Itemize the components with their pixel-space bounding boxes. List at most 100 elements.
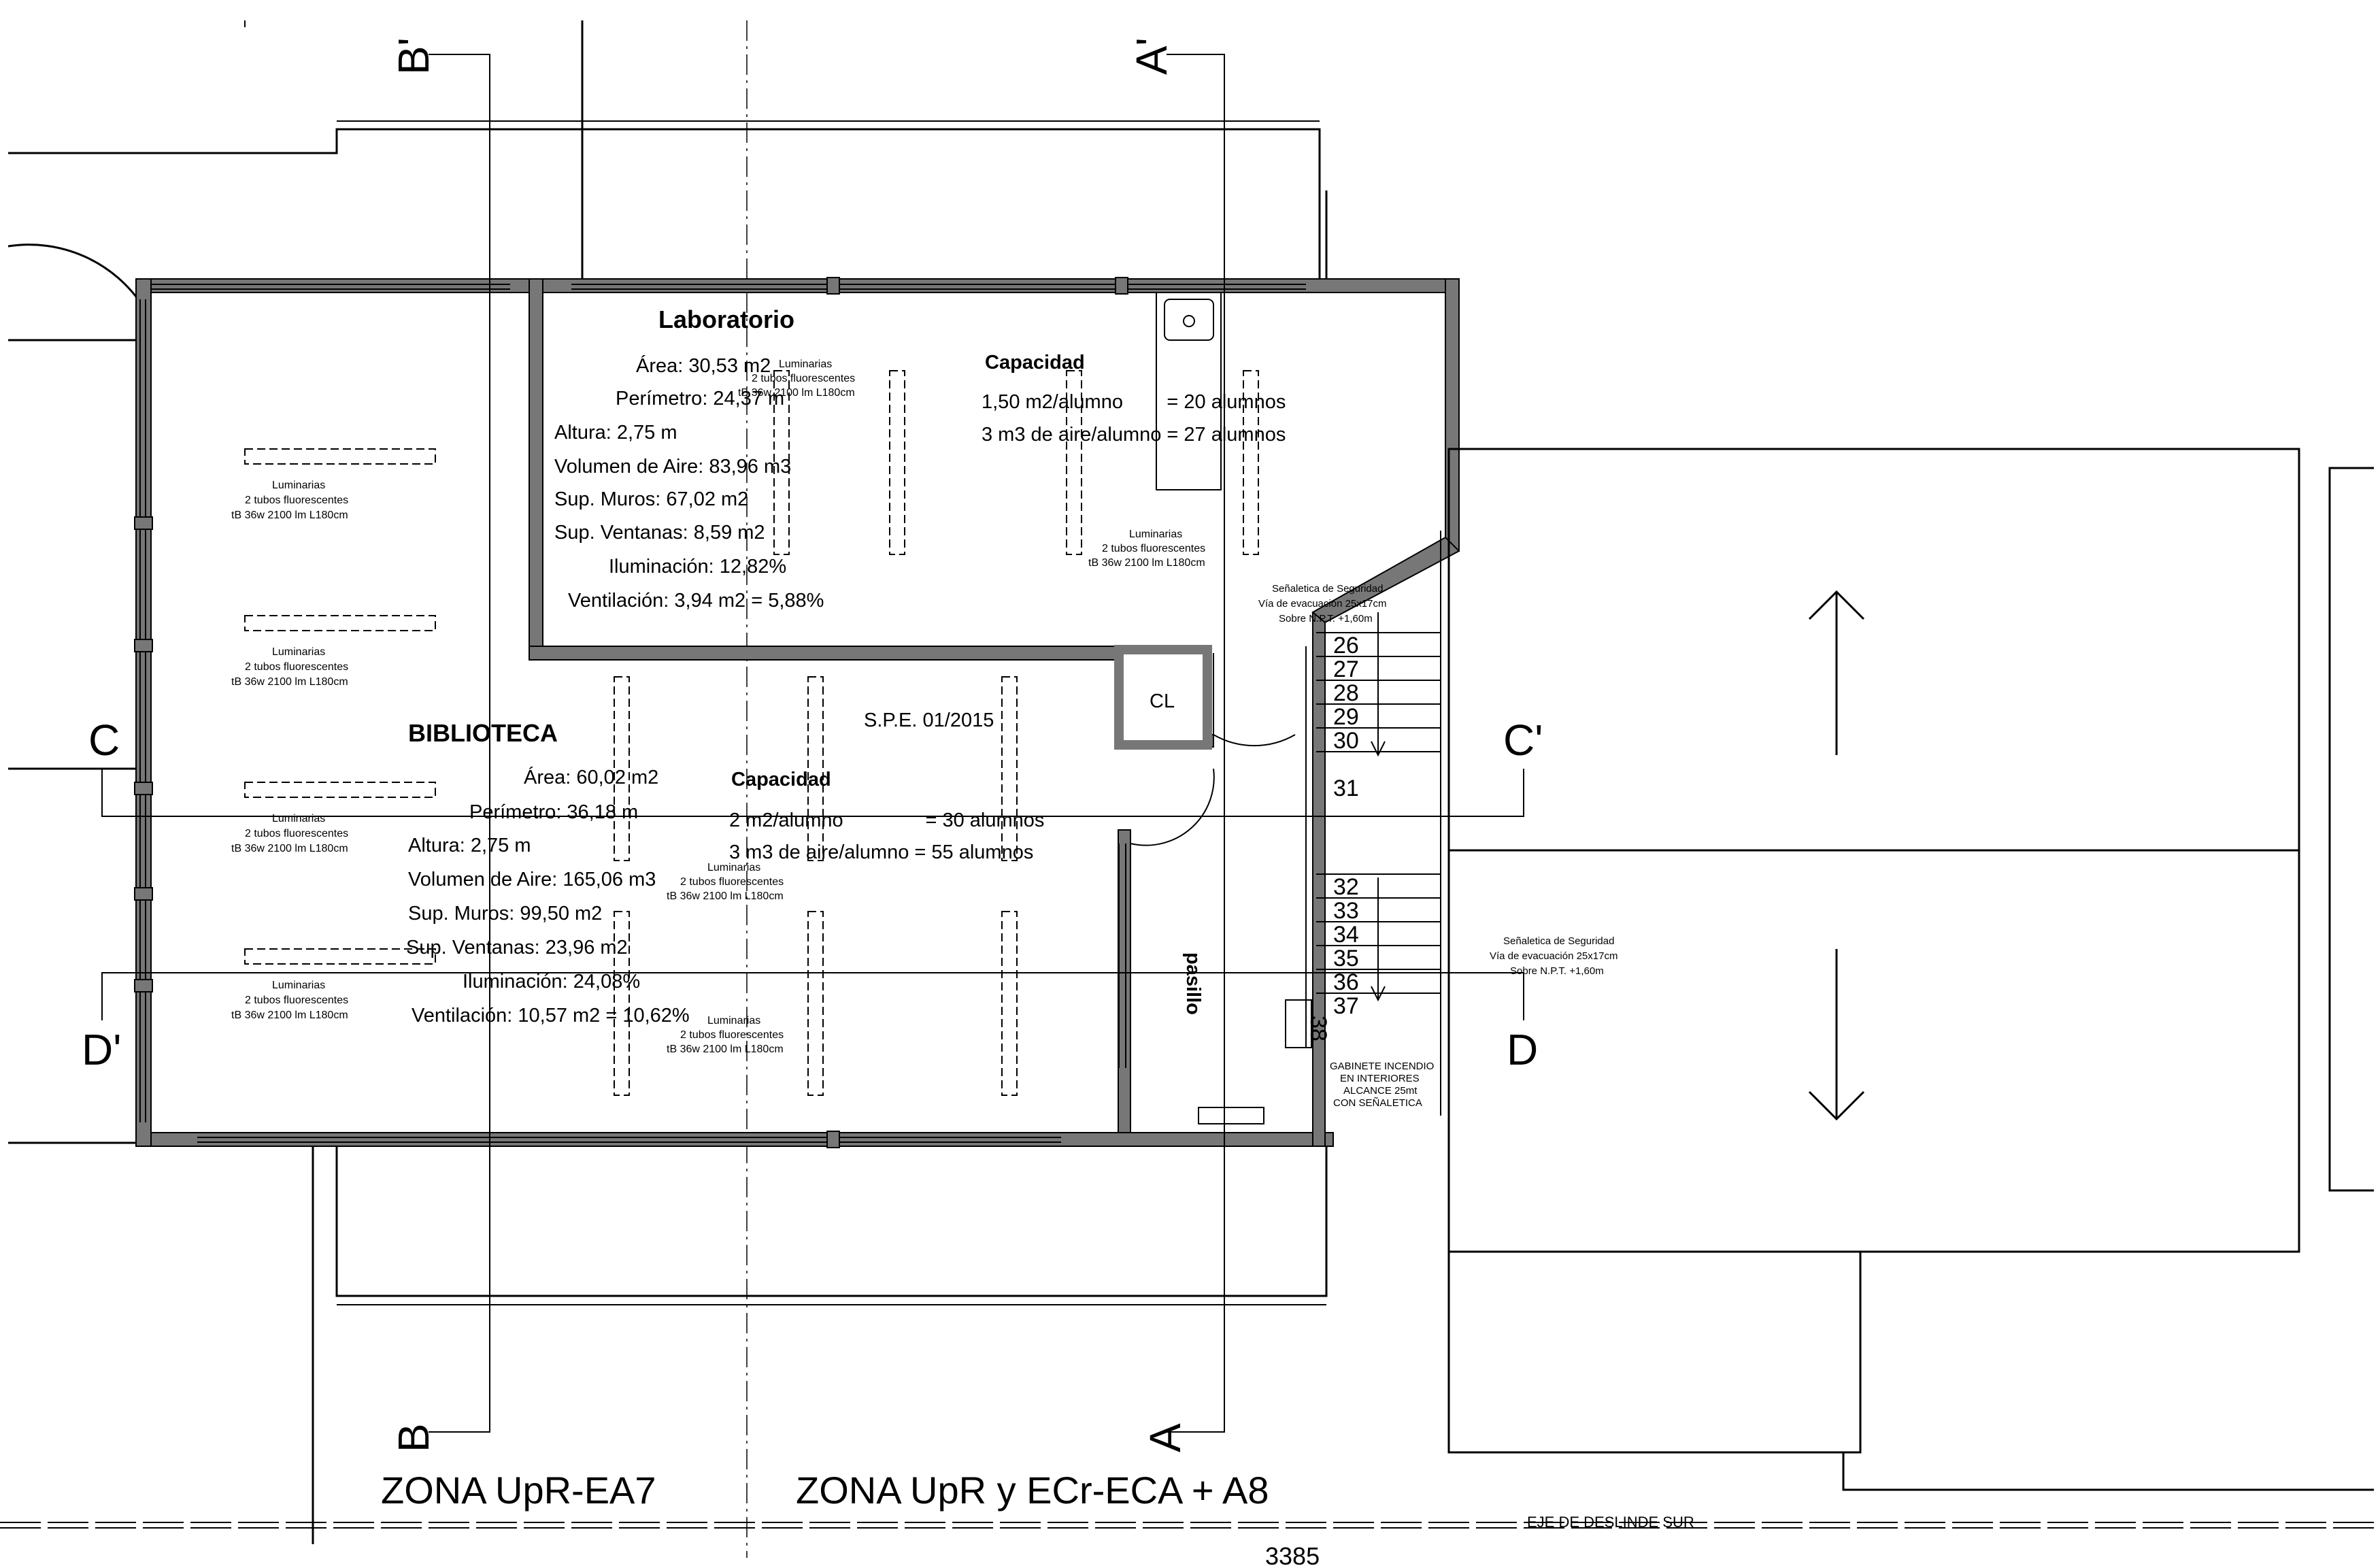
svg-text:2 tubos fluorescentes: 2 tubos fluorescentes <box>245 828 348 839</box>
svg-text:tB 36w 2100 lm L180cm: tB 36w 2100 lm L180cm <box>738 387 855 399</box>
stairs <box>1285 531 1441 1116</box>
section-b-top: B' <box>389 37 438 75</box>
bib-perimeter: Perímetro: 36,18 m <box>469 801 638 823</box>
step-number: 30 <box>1333 728 1359 754</box>
section-a-top: A' <box>1127 37 1176 75</box>
luminaire-label: Luminarias 2 tubos fluorescentes tB 36w … <box>231 480 348 521</box>
section-d-left: D' <box>82 1025 121 1074</box>
luminaire-label: Luminarias 2 tubos fluorescentes tB 36w … <box>1088 529 1205 569</box>
section-d-right: D <box>1507 1025 1538 1074</box>
svg-text:Luminarias: Luminarias <box>272 813 325 824</box>
step-number: 29 <box>1333 704 1359 730</box>
luminaire-label: Luminarias 2 tubos fluorescentes tB 36w … <box>667 862 784 902</box>
bib-air-volume: Volumen de Aire: 165,06 m3 <box>408 869 656 890</box>
lab-height: Altura: 2,75 m <box>554 422 677 444</box>
svg-text:Luminarias: Luminarias <box>707 1015 760 1027</box>
svg-text:Sobre N.P.T. +1,60m: Sobre N.P.T. +1,60m <box>1279 613 1373 624</box>
lab-area: Área: 30,53 m2 <box>636 354 771 377</box>
luminaires <box>244 370 1259 1096</box>
bib-ventilation: Ventilación: 10,57 m2 = 10,62% <box>412 1005 690 1027</box>
svg-text:2 tubos fluorescentes: 2 tubos fluorescentes <box>245 661 348 673</box>
step-number: 27 <box>1333 656 1359 682</box>
cl-label: CL <box>1150 690 1175 712</box>
step-number: 37 <box>1333 993 1359 1019</box>
bib-capacity-line: 2 m2/alumno = 30 alumnos <box>729 810 1044 831</box>
section-c-right: C' <box>1503 716 1543 765</box>
step-number: 26 <box>1333 633 1359 658</box>
lab-capacity-line: 1,50 m2/alumno = 20 alumnos <box>982 391 1286 413</box>
lab-window-area: Sup. Ventanas: 8,59 m2 <box>554 522 765 544</box>
bib-lighting: Iluminación: 24,08% <box>463 971 640 992</box>
svg-text:Señaletica de Seguridad: Señaletica de Seguridad <box>1503 935 1614 947</box>
svg-text:Sobre N.P.T. +1,60m: Sobre N.P.T. +1,60m <box>1510 965 1604 977</box>
luminaire-label: Luminarias 2 tubos fluorescentes tB 36w … <box>738 358 855 399</box>
safety-sign-note: Señaletica de Seguridad Vía de evacuació… <box>1258 583 1386 624</box>
boundary-lines <box>0 1522 2380 1529</box>
lab-wall-area: Sup. Muros: 67,02 m2 <box>554 488 748 510</box>
step-number: 36 <box>1333 969 1359 995</box>
step-number: 32 <box>1333 874 1359 900</box>
svg-text:2 tubos fluorescentes: 2 tubos fluorescentes <box>245 495 348 506</box>
svg-text:tB 36w 2100 lm L180cm: tB 36w 2100 lm L180cm <box>667 1044 784 1055</box>
cl-cupboard <box>1114 645 1212 750</box>
svg-text:tB 36w 2100 lm L180cm: tB 36w 2100 lm L180cm <box>667 890 784 902</box>
bib-area: Área: 60,02 m2 <box>524 766 658 788</box>
svg-text:Vía de evacuación 25x17cm: Vía de evacuación 25x17cm <box>1490 950 1618 962</box>
svg-text:2 tubos fluorescentes: 2 tubos fluorescentes <box>680 876 784 888</box>
svg-text:Luminarias: Luminarias <box>1129 529 1182 540</box>
spe-label: S.P.E. 01/2015 <box>864 710 994 731</box>
safety-sign-note: Señaletica de Seguridad Vía de evacuació… <box>1490 935 1618 977</box>
svg-text:Luminarias: Luminarias <box>272 646 325 658</box>
lab-capacity-title: Capacidad <box>985 352 1085 373</box>
step-number: 34 <box>1333 922 1359 948</box>
svg-text:Vía de evacuación 25x17cm: Vía de evacuación 25x17cm <box>1258 598 1386 610</box>
windows <box>134 277 1306 1148</box>
svg-text:GABINETE INCENDIO: GABINETE INCENDIO <box>1330 1061 1434 1072</box>
svg-text:2 tubos fluorescentes: 2 tubos fluorescentes <box>1102 543 1205 554</box>
step-number: 35 <box>1333 946 1359 971</box>
section-lines <box>101 54 1524 1433</box>
bib-height: Altura: 2,75 m <box>408 835 531 856</box>
luminaire-label: Luminarias 2 tubos fluorescentes tB 36w … <box>231 646 348 688</box>
step-number: 38 <box>1305 1016 1331 1041</box>
bib-wall-area: Sup. Muros: 99,50 m2 <box>408 903 602 924</box>
svg-text:EN INTERIORES: EN INTERIORES <box>1340 1073 1420 1084</box>
svg-text:2 tubos fluorescentes: 2 tubos fluorescentes <box>680 1029 784 1041</box>
svg-text:CON SEÑALETICA: CON SEÑALETICA <box>1333 1097 1422 1109</box>
lab-lighting: Iluminación: 12,82% <box>609 556 786 578</box>
context-lines <box>7 20 1328 1544</box>
svg-text:2 tubos fluorescentes: 2 tubos fluorescentes <box>752 373 855 384</box>
bib-window-area: Sup. Ventanas: 23,96 m2 <box>406 937 628 958</box>
section-b-bottom: B <box>389 1423 438 1452</box>
svg-text:Luminarias: Luminarias <box>707 862 760 873</box>
lab-ventilation: Ventilación: 3,94 m2 = 5,88% <box>568 590 824 612</box>
lab-perimeter: Perímetro: 24,37 m <box>616 388 784 410</box>
zone-right: ZONA UpR y ECr-ECA + A8 <box>796 1469 1269 1512</box>
lab-capacity-line: 3 m3 de aire/alumno = 27 alumnos <box>982 424 1286 446</box>
luminaire-label: Luminarias 2 tubos fluorescentes tB 36w … <box>231 813 348 854</box>
svg-text:Luminarias: Luminarias <box>272 480 325 491</box>
zone-left: ZONA UpR-EA7 <box>381 1469 656 1512</box>
svg-text:tB 36w 2100 lm L180cm: tB 36w 2100 lm L180cm <box>1088 557 1205 569</box>
svg-text:tB 36w 2100 lm L180cm: tB 36w 2100 lm L180cm <box>231 510 348 521</box>
bib-capacity-line: 3 m3 de aire/alumno = 55 alumnos <box>729 841 1033 863</box>
sink-icon <box>1156 292 1222 490</box>
biblioteca-title: BIBLIOTECA <box>408 719 558 747</box>
section-a-bottom: A <box>1141 1423 1190 1452</box>
bib-capacity-title: Capacidad <box>731 769 831 790</box>
doors <box>1118 653 1296 1124</box>
walls <box>135 278 1460 1147</box>
svg-text:Luminarias: Luminarias <box>779 358 832 370</box>
pasillo-label: pasillo <box>1182 952 1204 1015</box>
step-number: 28 <box>1333 680 1359 706</box>
fire-cabinet-note: GABINETE INCENDIO EN INTERIORES ALCANCE … <box>1330 1061 1434 1109</box>
section-c-left: C <box>88 716 120 765</box>
svg-text:tB 36w 2100 lm L180cm: tB 36w 2100 lm L180cm <box>231 676 348 688</box>
svg-text:2 tubos fluorescentes: 2 tubos fluorescentes <box>245 995 348 1006</box>
svg-text:ALCANCE 25mt: ALCANCE 25mt <box>1343 1085 1418 1097</box>
boundary-number: 3385 <box>1265 1542 1320 1568</box>
svg-text:tB 36w 2100 lm L180cm: tB 36w 2100 lm L180cm <box>231 1010 348 1021</box>
svg-text:Señaletica de Seguridad: Señaletica de Seguridad <box>1272 583 1383 595</box>
svg-text:tB 36w 2100 lm L180cm: tB 36w 2100 lm L180cm <box>231 843 348 854</box>
